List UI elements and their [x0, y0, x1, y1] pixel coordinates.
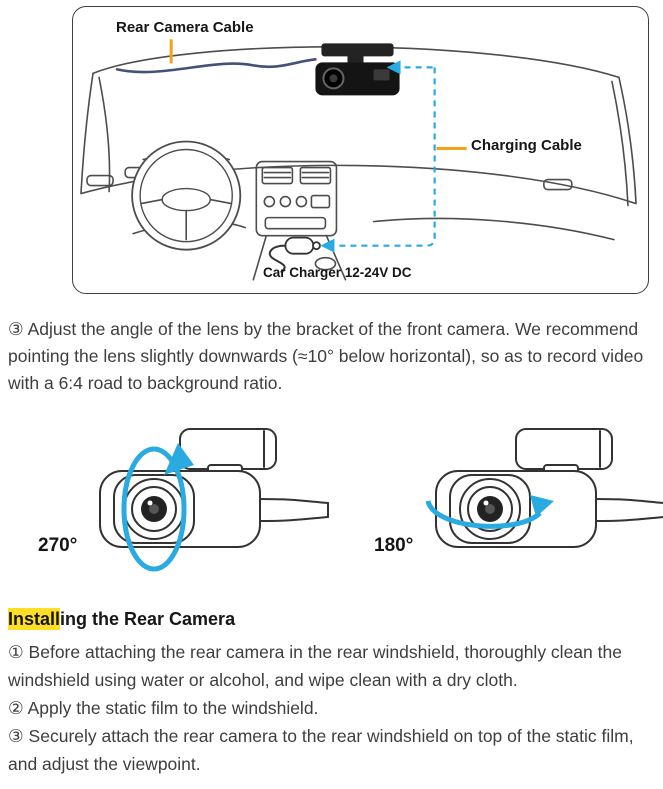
horizontal-rotation-arrow: [425, 495, 554, 530]
cable-routing-diagram: Rear Camera Cable Charging Cable Car Cha…: [72, 6, 649, 294]
charging-cable-label: Charging Cable: [471, 137, 582, 154]
rotation-figures: 270°: [8, 423, 663, 585]
label-pointer-lines: [169, 39, 467, 150]
charging-cable-dashed-route: [320, 60, 436, 253]
dashcam-device: [315, 43, 400, 96]
steering-wheel: [131, 140, 242, 251]
angle-180-label: 180°: [374, 535, 414, 557]
camera-horizontal-rotation-illustration: [425, 428, 663, 549]
heading-highlight: Install: [8, 608, 61, 631]
car-charger-plug: [268, 236, 321, 273]
adjust-angle-paragraph: ③ Adjust the angle of the lens by the br…: [8, 319, 644, 394]
manual-page: Rear Camera Cable Charging Cable Car Cha…: [0, 6, 663, 789]
car-charger-label: Car Charger 12-24V DC: [263, 265, 412, 280]
center-console: [252, 160, 347, 281]
car-interior-illustration: [80, 39, 637, 281]
rotation-figure-180: 180°: [368, 423, 663, 585]
angle-270-label: 270°: [38, 535, 78, 557]
installing-heading: Installing the Rear Camera: [8, 608, 655, 631]
install-step-1: ① Before attaching the rear camera in th…: [8, 642, 622, 691]
rear-camera-cable-label: Rear Camera Cable: [116, 19, 254, 36]
heading-rest: ing the Rear Camera: [60, 609, 236, 630]
rear-camera-cable-line: [115, 58, 317, 74]
install-step-2: ② Apply the static film to the windshiel…: [8, 698, 319, 719]
vertical-rotation-arrow: [121, 443, 194, 572]
camera-vertical-rotation-illustration: [99, 428, 329, 572]
install-step-3: ③ Securely attach the rear camera to the…: [8, 726, 634, 775]
rotation-figure-270: 270°: [32, 423, 332, 585]
